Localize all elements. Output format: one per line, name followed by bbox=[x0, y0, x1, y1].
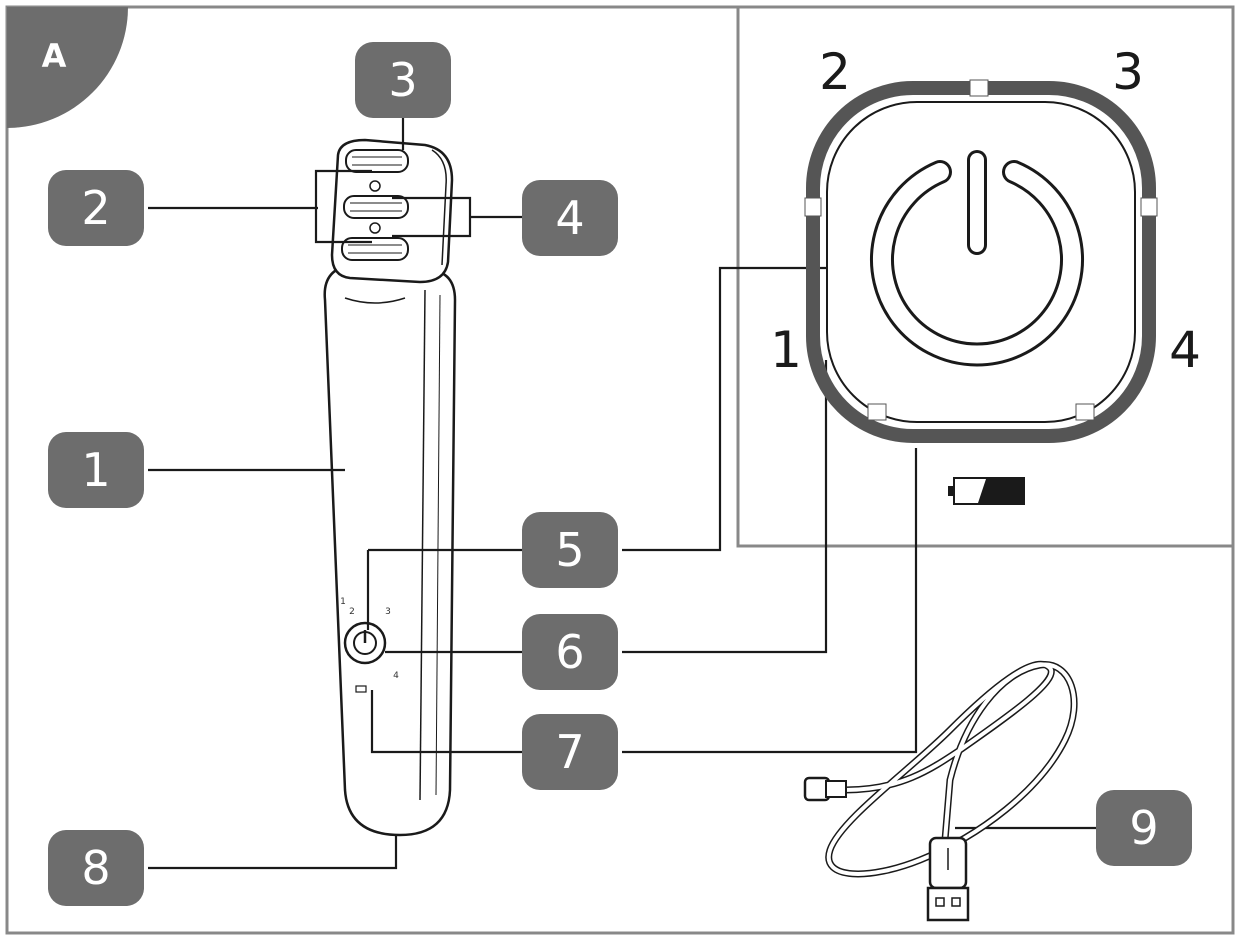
callout-2-label: 2 bbox=[81, 181, 110, 235]
callout-7-label: 7 bbox=[555, 725, 584, 779]
corner-label: A bbox=[42, 37, 67, 75]
callout-badges: 1 2 3 4 5 6 7 8 bbox=[48, 42, 1192, 906]
callout-8-label: 8 bbox=[81, 841, 110, 895]
device-head-rollers bbox=[341, 149, 409, 261]
button-level-3: 3 bbox=[385, 607, 391, 617]
callout-2: 2 bbox=[48, 170, 144, 246]
callout-8: 8 bbox=[48, 830, 144, 906]
button-level-2: 2 bbox=[349, 607, 355, 617]
callout-4-label: 4 bbox=[555, 191, 584, 245]
usb-a-connector bbox=[926, 836, 970, 922]
outer-frame bbox=[5, 5, 1235, 935]
callout-5-label: 5 bbox=[555, 523, 584, 577]
callout-1: 1 bbox=[48, 432, 144, 508]
detail-level-3: 3 bbox=[1112, 43, 1144, 101]
corner-tab: A bbox=[7, 7, 128, 128]
device-body: 1 2 3 4 bbox=[323, 138, 457, 837]
callout-6: 6 bbox=[522, 614, 618, 690]
detail-panel-border bbox=[736, 7, 1233, 548]
power-button-detail: 2 3 1 4 bbox=[770, 43, 1201, 505]
callout-9-label: 9 bbox=[1129, 801, 1158, 855]
device-power-button: 1 2 3 4 bbox=[340, 597, 399, 693]
detail-level-2: 2 bbox=[819, 43, 851, 101]
callout-7: 7 bbox=[522, 714, 618, 790]
button-level-4: 4 bbox=[393, 671, 399, 681]
callout-5: 5 bbox=[522, 512, 618, 588]
callout-1-label: 1 bbox=[81, 443, 110, 497]
detail-level-4: 4 bbox=[1169, 321, 1201, 379]
callout-9: 9 bbox=[1096, 790, 1192, 866]
usb-cable bbox=[803, 660, 1078, 922]
callout-4: 4 bbox=[522, 180, 618, 256]
power-button-icon bbox=[870, 150, 1084, 367]
leader-lines bbox=[148, 118, 1100, 870]
callout-6-label: 6 bbox=[555, 625, 584, 679]
callout-3-label: 3 bbox=[388, 53, 417, 107]
detail-level-1: 1 bbox=[770, 321, 802, 379]
battery-icon bbox=[948, 477, 1025, 505]
button-level-1: 1 bbox=[340, 597, 346, 607]
callout-3: 3 bbox=[355, 42, 451, 118]
